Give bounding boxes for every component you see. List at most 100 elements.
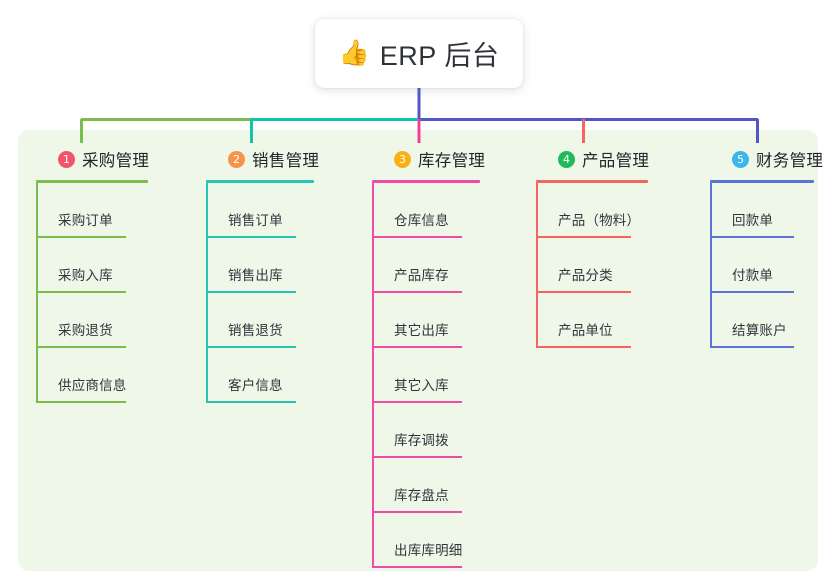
leaf-node[interactable]: 结算账户	[710, 293, 823, 348]
leaf-underline	[36, 291, 126, 293]
column-items-2: 销售订单销售出库销售退货客户信息	[206, 183, 319, 403]
column-badge-5: 5	[732, 150, 749, 168]
column-header-4[interactable]: 4 产品管理	[536, 142, 649, 176]
column-header-5[interactable]: 5 财务管理	[710, 142, 823, 176]
leaf-underline	[36, 401, 126, 403]
column-3: 3 库存管理仓库信息产品库存其它出库其它入库库存调拨库存盘点出库库明细	[372, 142, 485, 568]
column-spine-3	[372, 183, 374, 568]
column-underline-1	[36, 180, 148, 183]
leaf-node[interactable]: 仓库信息	[372, 183, 485, 238]
leaf-node[interactable]: 其它出库	[372, 293, 485, 348]
column-title-3: 库存管理	[418, 152, 486, 170]
leaf-underline	[536, 346, 631, 348]
column-items-3: 仓库信息产品库存其它出库其它入库库存调拨库存盘点出库库明细	[372, 183, 485, 568]
leaf-node[interactable]: 产品分类	[536, 238, 649, 293]
leaf-node[interactable]: 库存盘点	[372, 458, 485, 513]
leaf-label: 库存调拨	[394, 433, 449, 448]
column-spine-5	[710, 183, 712, 348]
leaf-label: 销售退货	[228, 323, 283, 338]
leaf-node[interactable]: 回款单	[710, 183, 823, 238]
root-node-label: ERP 后台	[379, 41, 500, 71]
leaf-underline	[206, 236, 296, 238]
leaf-label: 供应商信息	[58, 378, 127, 393]
leaf-node[interactable]: 供应商信息	[36, 348, 149, 403]
leaf-node[interactable]: 其它入库	[372, 348, 485, 403]
branches-panel	[18, 130, 818, 571]
column-items-1: 采购订单采购入库采购退货供应商信息	[36, 183, 149, 403]
leaf-label: 其它入库	[394, 378, 449, 393]
leaf-label: 仓库信息	[394, 213, 449, 228]
leaf-underline	[372, 511, 462, 513]
column-spine-2	[206, 183, 208, 403]
leaf-label: 回款单	[732, 213, 774, 228]
leaf-underline	[710, 346, 794, 348]
column-items-5: 回款单付款单结算账户	[710, 183, 823, 348]
leaf-underline	[372, 346, 462, 348]
leaf-label: 采购入库	[58, 268, 113, 283]
leaf-node[interactable]: 销售出库	[206, 238, 319, 293]
leaf-label: 付款单	[732, 268, 774, 283]
leaf-label: 结算账户	[732, 323, 787, 338]
leaf-node[interactable]: 出库库明细	[372, 513, 485, 568]
leaf-label: 采购退货	[58, 323, 113, 338]
leaf-underline	[206, 346, 296, 348]
leaf-underline	[710, 291, 794, 293]
column-header-3[interactable]: 3 库存管理	[372, 142, 485, 176]
leaf-label: 库存盘点	[394, 488, 449, 503]
leaf-label: 产品库存	[394, 268, 449, 283]
leaf-underline	[536, 236, 631, 238]
leaf-underline	[206, 401, 296, 403]
leaf-underline	[372, 401, 462, 403]
column-badge-3: 3	[394, 150, 411, 168]
column-spine-4	[536, 183, 538, 348]
leaf-node[interactable]: 库存调拨	[372, 403, 485, 458]
leaf-node[interactable]: 销售退货	[206, 293, 319, 348]
column-badge-1: 1	[58, 150, 75, 168]
leaf-label: 产品分类	[558, 268, 613, 283]
leaf-label: 采购订单	[58, 213, 113, 228]
column-underline-4	[536, 180, 648, 183]
leaf-node[interactable]: 产品单位	[536, 293, 649, 348]
leaf-underline	[710, 236, 794, 238]
leaf-underline	[372, 291, 462, 293]
leaf-node[interactable]: 采购入库	[36, 238, 149, 293]
leaf-label: 产品单位	[558, 323, 613, 338]
root-node[interactable]: 👍 ERP 后台	[315, 19, 523, 88]
column-underline-2	[206, 180, 314, 183]
column-spine-1	[36, 183, 38, 403]
column-items-4: 产品（物料） 产品分类产品单位	[536, 183, 649, 348]
column-4: 4 产品管理产品（物料） 产品分类产品单位	[536, 142, 649, 348]
column-title-1: 采购管理	[82, 152, 150, 170]
column-1: 1 采购管理采购订单采购入库采购退货供应商信息	[36, 142, 149, 403]
leaf-label: 销售出库	[228, 268, 283, 283]
leaf-node[interactable]: 产品（物料）	[536, 183, 649, 238]
leaf-underline	[206, 291, 296, 293]
leaf-node[interactable]: 客户信息	[206, 348, 319, 403]
thumbs-up-icon: 👍	[338, 39, 370, 67]
column-underline-3	[372, 180, 480, 183]
leaf-label: 销售订单	[228, 213, 283, 228]
leaf-node[interactable]: 付款单	[710, 238, 823, 293]
leaf-underline	[372, 236, 462, 238]
leaf-node[interactable]: 销售订单	[206, 183, 319, 238]
leaf-underline	[372, 456, 462, 458]
leaf-label: 客户信息	[228, 378, 283, 393]
column-title-5: 财务管理	[756, 152, 824, 170]
leaf-underline	[36, 236, 126, 238]
column-header-1[interactable]: 1 采购管理	[36, 142, 149, 176]
column-title-4: 产品管理	[582, 152, 650, 170]
leaf-label: 其它出库	[394, 323, 449, 338]
leaf-node[interactable]: 产品库存	[372, 238, 485, 293]
leaf-node[interactable]: 采购订单	[36, 183, 149, 238]
leaf-node[interactable]: 采购退货	[36, 293, 149, 348]
leaf-underline	[536, 291, 631, 293]
column-underline-5	[710, 180, 814, 183]
leaf-underline	[36, 346, 126, 348]
leaf-label: 产品（物料）	[558, 213, 641, 228]
leaf-label: 出库库明细	[394, 543, 463, 558]
column-badge-4: 4	[558, 150, 575, 168]
column-title-2: 销售管理	[252, 152, 320, 170]
